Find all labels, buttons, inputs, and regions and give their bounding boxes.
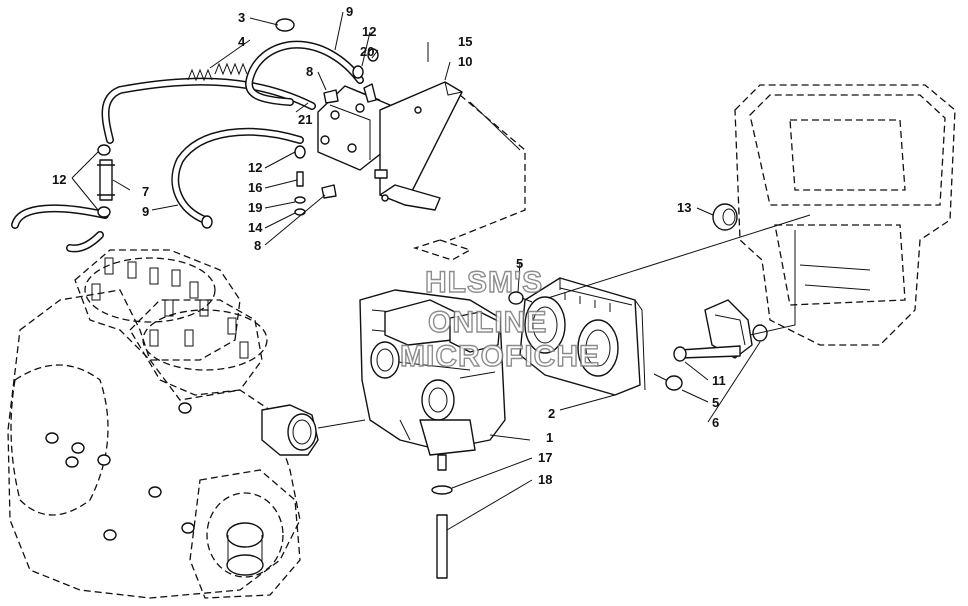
engine-assembly [7,249,319,599]
leader-lines [71,11,811,531]
callout-2: 2 [548,406,555,421]
callout-9-top: 9 [346,4,353,19]
callout-21: 21 [298,112,312,127]
callout-14: 14 [248,220,263,235]
watermark: HLSM'S ONLINE MICROFICHE [399,265,600,373]
callout-18: 18 [538,472,552,487]
callout-11: 11 [712,373,726,388]
intake-adapter [519,277,646,396]
watermark-line-1: HLSM'S [425,266,543,299]
fuel-hoses [11,40,364,253]
watermark-line-3: MICROFICHE [400,340,600,373]
carburetor [359,289,506,471]
springs [187,62,248,82]
clamp-part-3 [275,18,295,32]
callout-1: 1 [546,430,553,445]
pump-fasteners [294,89,339,216]
air-silencer [734,84,956,346]
callout-8-top: 8 [306,64,313,79]
pump-bracket [374,81,463,211]
fuel-pump [317,83,391,171]
callout-12-top: 12 [362,24,376,39]
callout-3: 3 [238,10,245,25]
callout-10: 10 [458,54,472,69]
callout-13: 13 [677,200,691,215]
drain-hose [431,485,453,579]
callout-19: 19 [248,200,262,215]
callout-6: 6 [712,415,719,430]
fuel-filter [97,159,115,201]
callout-20: 20 [360,44,374,59]
mounting-bracket [673,299,768,362]
screws [508,291,683,391]
callout-numbers: 3 4 9 12 20 15 10 8 21 12 7 9 12 16 19 1… [52,4,726,487]
grommet [712,203,738,231]
callout-9-left: 9 [142,204,149,219]
callout-5-right: 5 [712,395,719,410]
callout-15: 15 [458,34,472,49]
callout-16: 16 [248,180,262,195]
callout-4: 4 [238,34,246,49]
callout-12-mid: 12 [248,160,262,175]
callout-7: 7 [142,184,149,199]
callout-8-bottom: 8 [254,238,261,253]
callout-5-top: 5 [516,256,523,271]
hose-clamps [97,48,379,229]
callout-17: 17 [538,450,552,465]
callout-12-left: 12 [52,172,66,187]
watermark-line-2: ONLINE [428,306,547,339]
